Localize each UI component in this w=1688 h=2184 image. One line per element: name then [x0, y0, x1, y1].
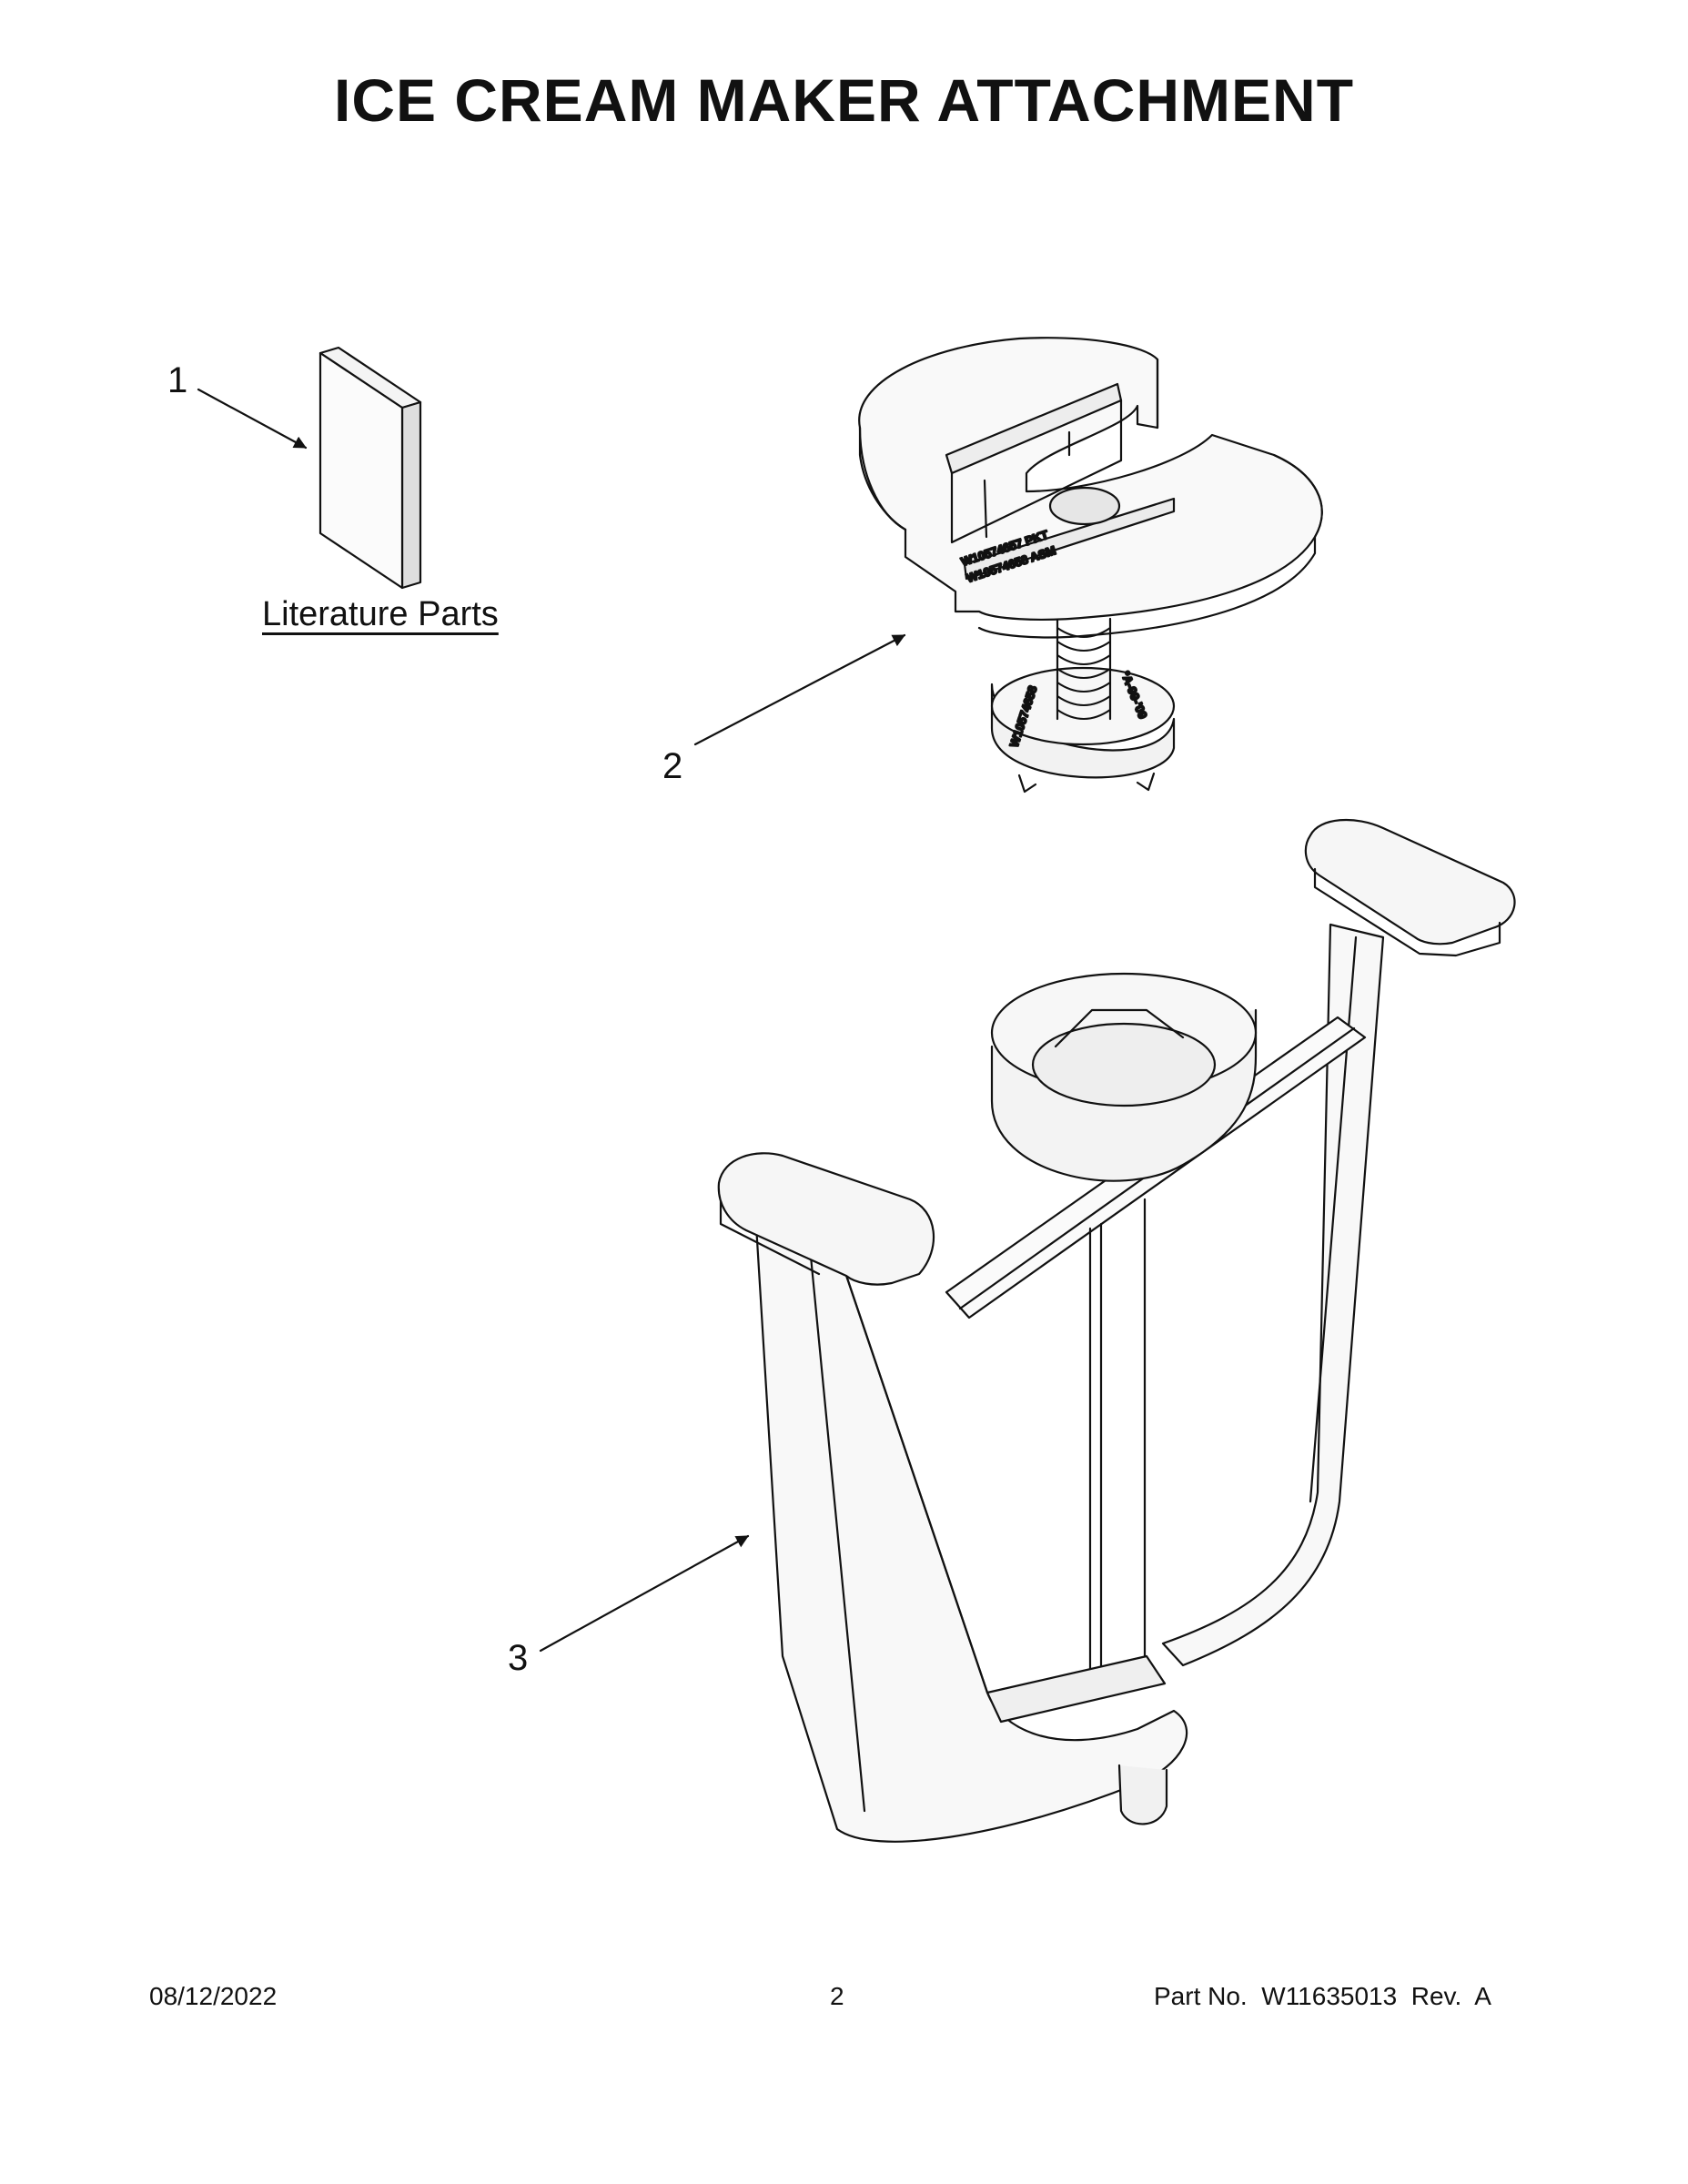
- literature-parts-label: Literature Parts: [262, 595, 499, 633]
- dasher-part: [717, 818, 1516, 1843]
- callout-arrow-1: [197, 388, 308, 450]
- callout-number-3: 3: [508, 1638, 529, 1678]
- footer-part-number: Part No. W11635013 Rev. A: [1154, 1982, 1491, 2010]
- literature-booklet-part: [318, 346, 422, 590]
- callout-number-1: 1: [167, 360, 188, 400]
- callout-arrow-3: [539, 1534, 750, 1653]
- footer-date: 08/12/2022: [149, 1982, 278, 2010]
- callout-arrow-2: [693, 633, 906, 746]
- page-title: ICE CREAM MAKER ATTACHMENT: [333, 66, 1355, 134]
- footer-page-number: 2: [830, 1982, 844, 2010]
- drive-assembly-part: W10574658 ºA-99-'09 W10574657 PKT W10574…: [858, 337, 1323, 794]
- callout-number-2: 2: [662, 746, 683, 786]
